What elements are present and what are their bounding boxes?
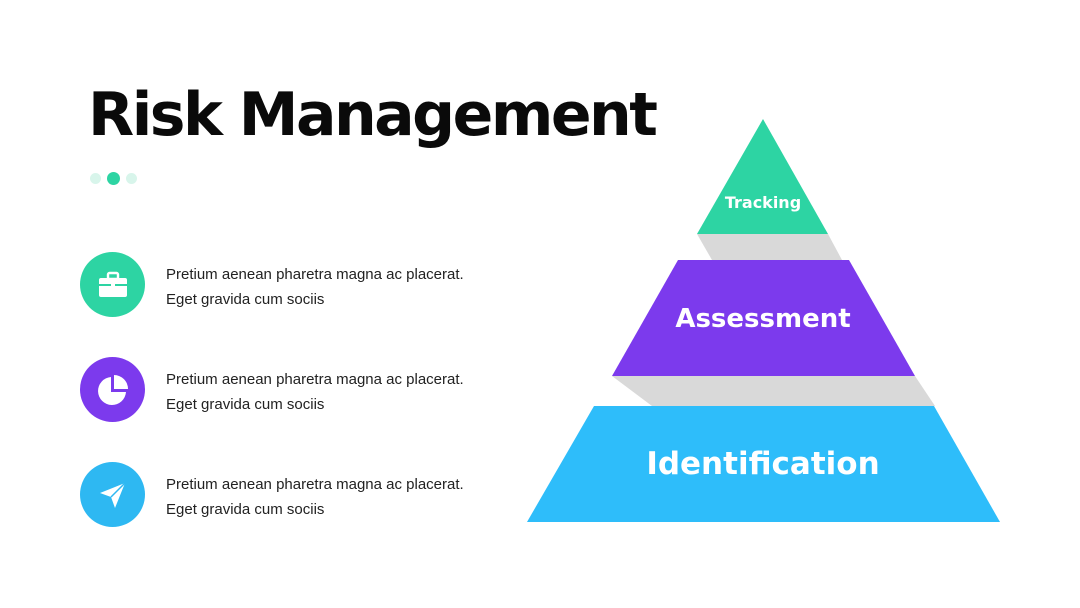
list-item: Pretium aenean pharetra magna ac placera… bbox=[80, 252, 500, 318]
item-text-line1: Pretium aenean pharetra magna ac placera… bbox=[166, 371, 464, 388]
list-item: Pretium aenean pharetra magna ac placera… bbox=[80, 357, 500, 423]
pyramid-shadow-top bbox=[697, 234, 842, 260]
item-text-line2: Eget gravida cum sociis bbox=[166, 396, 325, 413]
pie-chart-icon bbox=[80, 357, 145, 422]
briefcase-icon bbox=[80, 252, 145, 317]
item-text-line1: Pretium aenean pharetra magna ac placera… bbox=[166, 266, 464, 283]
pagination-dot bbox=[126, 173, 137, 184]
item-text-line2: Eget gravida cum sociis bbox=[166, 501, 325, 518]
pagination-dots bbox=[90, 172, 137, 185]
pyramid-level-assessment bbox=[612, 260, 915, 376]
pagination-dot-active bbox=[107, 172, 120, 185]
page-title: Risk Management bbox=[88, 80, 658, 150]
pyramid-label-identification: Identification bbox=[646, 446, 879, 482]
item-text-line2: Eget gravida cum sociis bbox=[166, 291, 325, 308]
pyramid-label-assessment: Assessment bbox=[675, 304, 850, 334]
pyramid-shadow-middle bbox=[612, 376, 935, 406]
paper-plane-icon bbox=[80, 462, 145, 527]
item-text-line1: Pretium aenean pharetra magna ac placera… bbox=[166, 476, 464, 493]
list-item: Pretium aenean pharetra magna ac placera… bbox=[80, 462, 500, 528]
pyramid-level-tracking bbox=[697, 119, 828, 234]
pagination-dot bbox=[90, 173, 101, 184]
pyramid-level-identification bbox=[527, 406, 1000, 522]
pyramid-label-tracking: Tracking bbox=[725, 193, 801, 212]
